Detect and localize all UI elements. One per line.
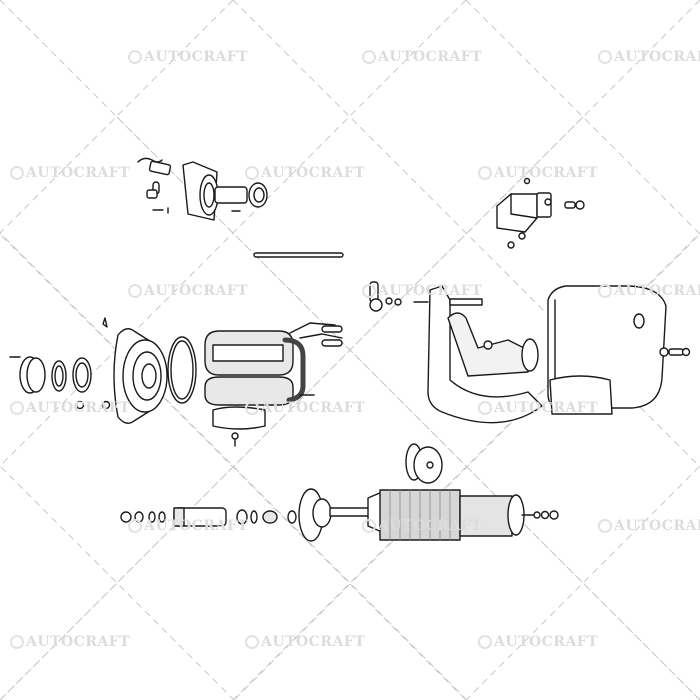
drive-end-housing[interactable] [427, 285, 543, 424]
brush-holder-assembly[interactable] [137, 157, 268, 221]
armature[interactable] [329, 489, 559, 541]
solenoid[interactable] [496, 177, 585, 249]
through-bolt[interactable] [253, 252, 344, 258]
end-cap-rings[interactable] [9, 356, 92, 410]
armature-winding-lines [389, 489, 451, 541]
commutator-plate[interactable] [405, 443, 443, 484]
pinion-drive[interactable] [120, 507, 297, 527]
gasket-ring[interactable] [167, 336, 197, 404]
intermediate-bearing[interactable] [298, 488, 332, 542]
terminal-connector[interactable] [369, 281, 429, 312]
cover-bolt[interactable] [659, 347, 691, 357]
pole-shoe[interactable] [212, 406, 266, 447]
commutator-end-frame[interactable] [101, 317, 168, 424]
housing-cover[interactable] [547, 285, 667, 415]
field-coils[interactable] [204, 322, 343, 406]
